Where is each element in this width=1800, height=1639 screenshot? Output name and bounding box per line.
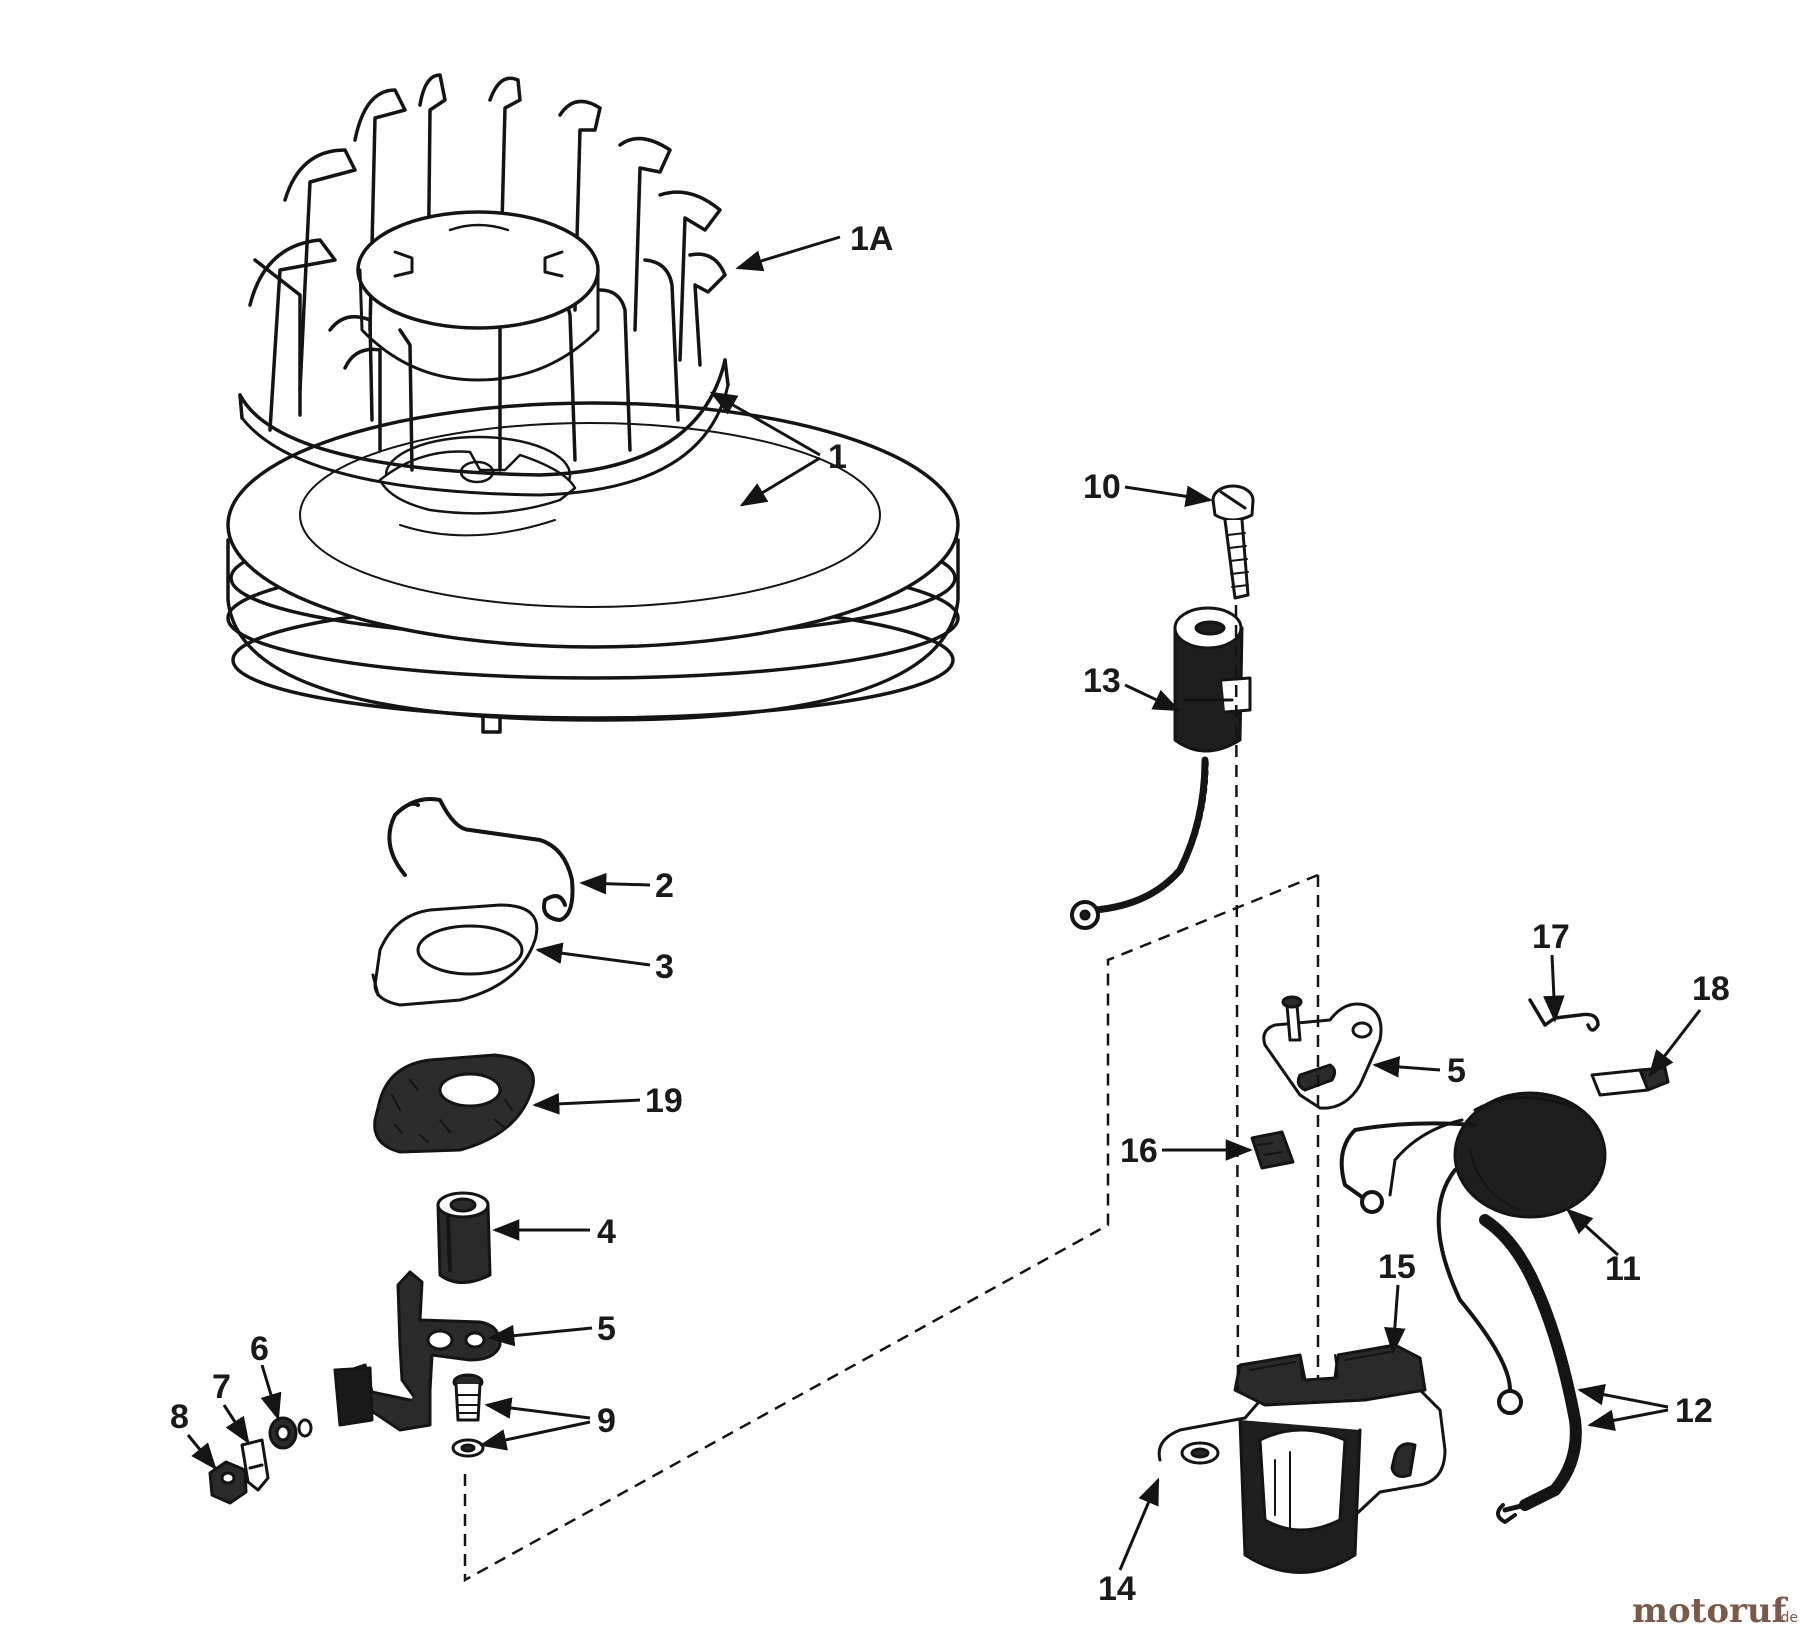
callout-15: 15: [1378, 1248, 1416, 1286]
leader-17: [1543, 954, 1565, 1023]
watermark-tld: .de: [1776, 1610, 1798, 1626]
leader-7: [222, 1404, 250, 1445]
callout-4: 4: [597, 1213, 616, 1251]
coil-clip: [1590, 1066, 1670, 1097]
leader-15: [1384, 1284, 1406, 1355]
clip-spring: [1528, 998, 1600, 1032]
lubricating-felt-pad: [1250, 1130, 1295, 1170]
ignition-coil: [1339, 1091, 1607, 1415]
condenser: [1070, 606, 1252, 930]
callout-5-left: 5: [597, 1310, 616, 1348]
breaker-screw: [451, 1373, 485, 1458]
felt-seal: [373, 1053, 535, 1154]
leader-14: [1118, 1477, 1160, 1571]
leader-3: [535, 942, 651, 967]
insulator: [240, 1438, 270, 1492]
retainer-spring: [387, 797, 575, 922]
leader-5-right: [1372, 1056, 1441, 1078]
callout-13: 13: [1083, 662, 1121, 700]
ground-wire: [1479, 1214, 1582, 1524]
leader-13: [1124, 683, 1181, 712]
watermark: motoruf .de: [1632, 1591, 1798, 1631]
leader-5-left: [487, 1324, 593, 1347]
armature: [1157, 1343, 1447, 1574]
callout-11: 11: [1605, 1250, 1641, 1288]
leader-12-lower: [1587, 1408, 1669, 1432]
callout-6: 6: [250, 1330, 269, 1368]
leader-18: [1648, 1009, 1702, 1078]
leader-arrows: [186, 235, 1702, 1571]
leader-1-lower: [739, 456, 821, 507]
callout-8: 8: [170, 1398, 189, 1436]
callout-14: 14: [1098, 1570, 1136, 1608]
callout-2: 2: [655, 867, 674, 905]
callout-3: 3: [655, 948, 674, 986]
callout-10: 10: [1083, 468, 1121, 506]
breaker-bushing: [436, 1191, 492, 1284]
leader-12-upper: [1577, 1384, 1669, 1409]
callout-19: 19: [645, 1082, 683, 1120]
leader-11: [1565, 1208, 1620, 1257]
cooling-fan: [238, 73, 730, 497]
washer: [268, 1416, 313, 1450]
leader-19: [532, 1093, 641, 1115]
callout-16: 16: [1120, 1132, 1158, 1170]
dust-cover-gasket: [371, 903, 539, 1007]
callout-18: 18: [1692, 970, 1730, 1008]
hex-nut: [208, 1460, 248, 1505]
leader-1-upper: [709, 391, 821, 457]
callout-1a: 1A: [850, 220, 893, 258]
leader-10: [1124, 485, 1213, 508]
leader-9-lower: [479, 1420, 591, 1451]
callout-7: 7: [212, 1368, 231, 1406]
leader-2: [579, 872, 651, 895]
leader-6: [260, 1364, 282, 1421]
callout-17: 17: [1532, 918, 1570, 956]
breaker-plate: [1262, 995, 1383, 1110]
callout-12: 12: [1675, 1392, 1713, 1430]
callout-1: 1: [828, 438, 847, 476]
callout-9: 9: [597, 1402, 616, 1440]
callout-labels: 1A 1 2 3 19 4 5 6 7 8 9 10 13 5 16 17 18…: [170, 220, 1730, 1608]
leader-8: [186, 1434, 217, 1471]
watermark-brand: motoruf: [1632, 1591, 1789, 1631]
leader-9-upper: [484, 1397, 591, 1420]
callout-5-right: 5: [1447, 1052, 1466, 1090]
assembly-guide-lines: [463, 604, 1320, 1583]
leader-1a: [735, 235, 841, 272]
condenser-screw: [1211, 484, 1255, 600]
